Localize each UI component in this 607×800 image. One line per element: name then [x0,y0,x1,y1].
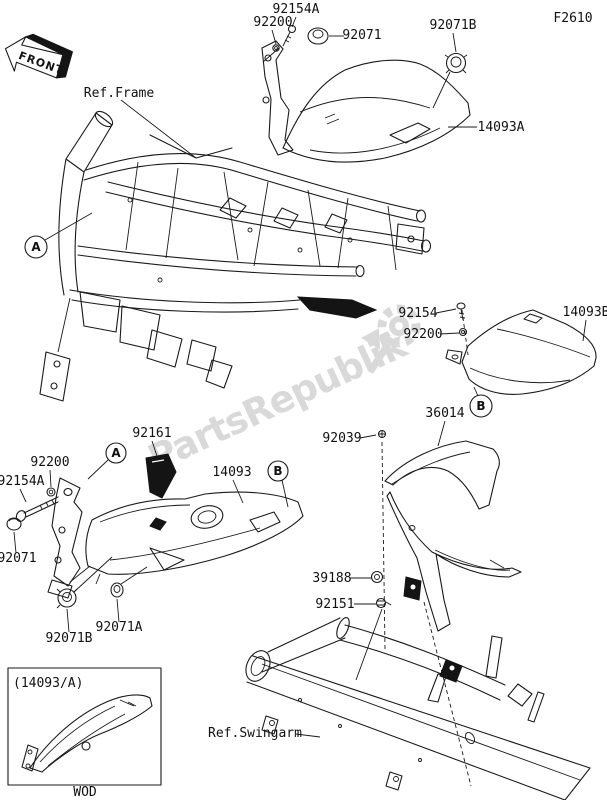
ring-39188-icon [370,570,384,584]
washer-92200-left-icon [46,487,56,497]
diagram-code: F2610 [553,11,592,26]
leader-lines [13,16,587,738]
label-39188: 39188 [312,571,351,586]
svg-text:A: A [111,446,121,460]
label-ref-swingarm: Ref.Swingarm [208,726,302,741]
inset-label: (14093/A) [13,676,83,691]
side-cover-14093a-drawing [261,24,471,163]
label-92071a: 92071A [96,620,143,635]
watermark-text: PartsRepublik [142,322,415,480]
marker-a-frame: A [24,235,48,259]
svg-text:B: B [273,464,282,478]
label-92071b-top: 92071B [430,18,477,33]
label-92071-left: 92071 [0,551,37,566]
watermark: PartsRepublik [142,304,421,480]
label-92200-left: 92200 [30,455,69,470]
side-cover-14093b-drawing [445,302,597,395]
front-arrow: FRONT [4,33,74,79]
reference-markers: A B A B [24,235,493,482]
side-cover-14093-drawing [6,453,304,609]
label-92154a-top: 92154A [273,2,320,17]
label-92200-mid: 92200 [403,327,442,342]
damper-92161-icon [145,453,177,499]
bolt-92151-icon [375,597,392,609]
svg-text:A: A [31,240,41,254]
label-92161: 92161 [132,426,171,441]
label-14093b: 14093B [563,305,607,320]
label-92151: 92151 [315,597,354,612]
grommet-92071-top-icon [307,27,329,45]
label-14093: 14093 [212,465,251,480]
screw-92154-icon [456,302,466,321]
svg-text:B: B [476,399,485,413]
inset-box: (14093/A) WOD [7,667,162,800]
marker-b-chaincover: B [469,394,493,418]
marker-b-sidecover: B [267,460,289,482]
part-labels: 92154A 92200 92071 92071B 14093A Ref.Fra… [0,2,607,741]
inset-cover-drawing [21,694,153,773]
frame-drawing [39,110,432,402]
inset-caption: WOD [73,785,97,800]
chain-cover-36014-drawing [370,429,522,787]
grommet-92071-left-icon [6,517,22,531]
grommet-92071a-icon [110,582,124,598]
bolt-92154a-left-icon [15,496,59,522]
label-92071-top: 92071 [342,28,381,43]
screw-92154a-top-icon [282,24,297,47]
label-92154a-left: 92154A [0,474,45,489]
label-92039: 92039 [322,431,361,446]
label-92071b-bottom: 92071B [46,631,93,646]
swingarm-drawing [245,617,591,800]
label-36014: 36014 [425,406,464,421]
label-ref-frame: Ref.Frame [84,86,155,101]
label-14093a: 14093A [478,120,525,135]
marker-a-sidecover: A [105,442,127,464]
label-92200-top: 92200 [253,15,292,30]
screw-92039-icon [377,429,387,439]
watermark-wrench-icon [361,328,395,374]
grommet-92071b-top-icon [444,52,468,74]
watermark-gear-icon [377,304,421,348]
label-92154: 92154 [398,306,437,321]
